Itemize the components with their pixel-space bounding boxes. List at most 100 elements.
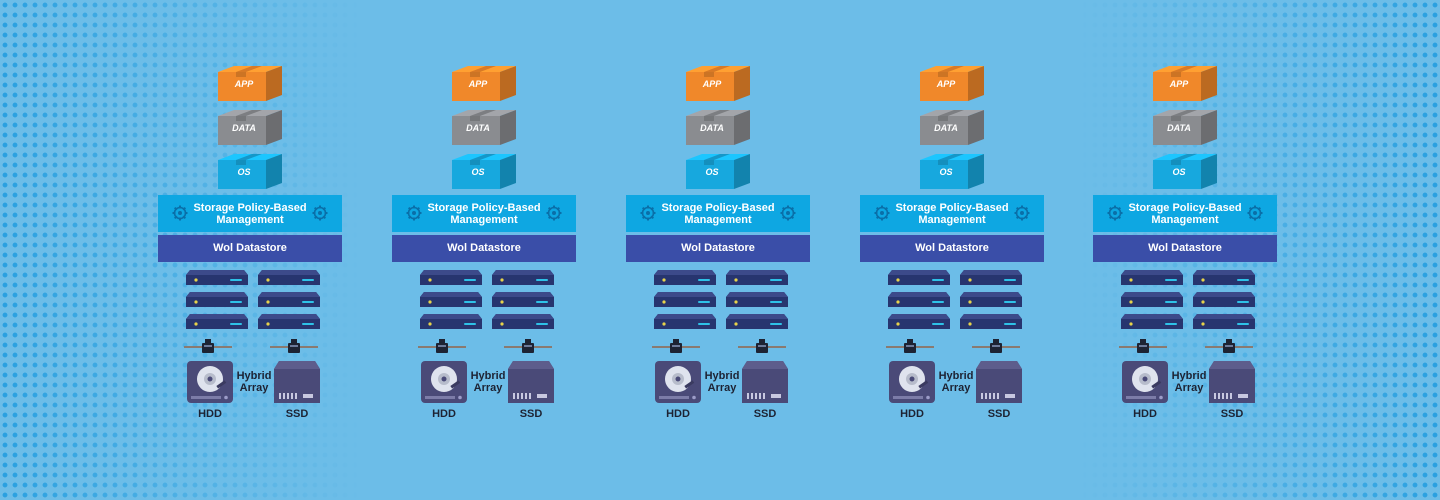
hybrid-line-1: Hybrid [470,370,506,382]
management-line-1: Storage Policy-Based [661,202,775,214]
datastore-bar: Wol Datastore [860,235,1044,262]
data-box: DATA [1151,108,1219,146]
hybrid-line-1: Hybrid [1171,370,1207,382]
os-box: OS [684,152,752,190]
data-box: DATA [450,108,518,146]
os-box: OS [918,152,986,190]
server-unit-icon [1193,292,1255,307]
hard-disk-drive-icon [655,361,701,403]
management-line-1: Storage Policy-Based [895,202,1009,214]
management-line-1: Storage Policy-Based [1128,202,1242,214]
server-unit-icon [888,314,950,329]
package-box-icon [686,66,750,101]
data-label: DATA [232,123,256,133]
ssd-label: SSD [753,408,777,420]
server-unit-icon [726,314,788,329]
server-unit-icon [1121,292,1183,307]
os-label: OS [471,167,485,177]
management-line-2: Management [216,214,284,226]
cable-connector-icon [184,339,232,353]
hard-disk-drive-icon [187,361,233,403]
os-label: OS [705,167,719,177]
hdd-label: HDD [1133,408,1157,420]
cable-connector-icon [1119,339,1167,353]
server-unit-icon [492,292,554,307]
package-box-icon [452,154,516,189]
cable-connector-icon [504,339,552,353]
server-unit-icon [1193,314,1255,329]
package-box-icon [920,154,984,189]
server-unit-icon [960,270,1022,285]
hybrid-line-1: Hybrid [704,370,740,382]
solid-state-drive-icon [1209,361,1255,403]
policy-gear-icon [172,205,188,221]
server-unit-icon [420,292,482,307]
management-line-1: Storage Policy-Based [193,202,307,214]
server-unit-icon [186,292,248,307]
hdd-label: HDD [432,408,456,420]
policy-gear-icon [1014,205,1030,221]
server-unit-icon [258,292,320,307]
app-box: APP [918,64,986,102]
policy-gear-icon [640,205,656,221]
solid-state-drive-icon [976,361,1022,403]
datastore-bar: Wol Datastore [626,235,810,262]
server-unit-icon [654,292,716,307]
server-unit-icon [492,314,554,329]
hdd-label: HDD [900,408,924,420]
os-label: OS [237,167,251,177]
management-line-2: Management [1151,214,1219,226]
app-label: APP [936,79,956,89]
data-label: DATA [700,123,724,133]
app-label: APP [702,79,722,89]
data-box: DATA [684,108,752,146]
server-unit-icon [258,270,320,285]
app-box: APP [216,64,284,102]
policy-gear-icon [874,205,890,221]
package-box-icon [218,154,282,189]
solid-state-drive-icon [274,361,320,403]
server-unit-icon [654,314,716,329]
cable-connector-icon [270,339,318,353]
solid-state-drive-icon [742,361,788,403]
management-line-2: Management [684,214,752,226]
app-label: APP [468,79,488,89]
server-unit-icon [960,314,1022,329]
cable-connector-icon [1205,339,1253,353]
app-box: APP [450,64,518,102]
package-box-icon [920,110,984,145]
package-box-icon [1153,66,1217,101]
management-line-2: Management [918,214,986,226]
policy-gear-icon [1107,205,1123,221]
os-label: OS [1172,167,1186,177]
policy-gear-icon [546,205,562,221]
hybrid-line-1: Hybrid [938,370,974,382]
hybrid-line-2: Array [941,382,971,394]
hard-disk-drive-icon [1122,361,1168,403]
app-box: APP [1151,64,1219,102]
data-label: DATA [466,123,490,133]
ssd-label: SSD [519,408,543,420]
management-line-1: Storage Policy-Based [427,202,541,214]
package-box-icon [686,110,750,145]
cable-connector-icon [652,339,700,353]
ssd-label: SSD [285,408,309,420]
cable-connector-icon [418,339,466,353]
data-box: DATA [918,108,986,146]
policy-gear-icon [406,205,422,221]
server-unit-icon [888,270,950,285]
hdd-label: HDD [198,408,222,420]
hybrid-line-2: Array [239,382,269,394]
server-unit-icon [420,314,482,329]
server-unit-icon [1121,270,1183,285]
datastore-bar: Wol Datastore [158,235,342,262]
solid-state-drive-icon [508,361,554,403]
